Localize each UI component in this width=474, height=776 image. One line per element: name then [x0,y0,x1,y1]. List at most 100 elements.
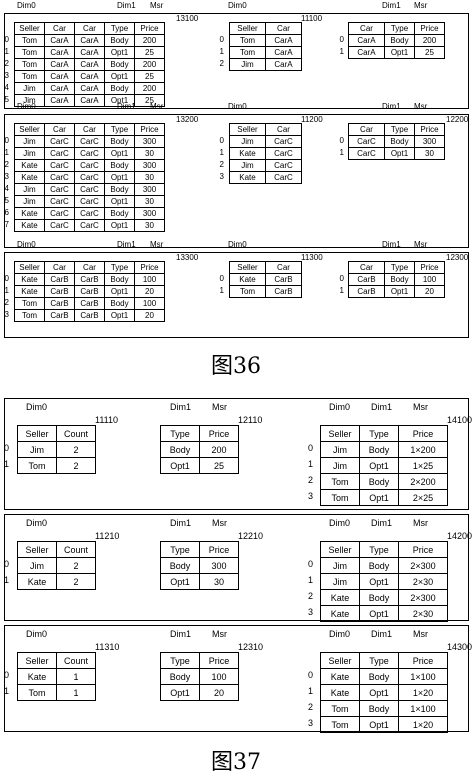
table-cell: Kate [17,573,57,590]
msr-label: Msr [413,402,428,412]
table-cell: CarC [74,195,105,208]
table-cell: Tom [229,285,266,298]
row-index: 3 [4,310,9,319]
row-index: 0 [4,274,9,283]
row-index: 2 [4,59,9,68]
row-index: 7 [4,220,9,229]
table-cell: CarC [44,159,75,172]
msr-label: Msr [150,102,164,111]
row-index: 5 [4,196,9,205]
table-cell: Jim [229,159,266,172]
row-index: 0 [3,670,9,680]
table-cell: CarA [74,58,105,71]
table-cell: Tom [14,70,45,83]
table-cell: CarC [74,183,105,196]
reference-number: 13100 [176,14,199,23]
dim1-label: Dim1 [170,402,192,412]
row-index: 1 [3,575,9,585]
table-cell: 200 [414,34,445,47]
table-cell: 25 [414,46,445,59]
table-cell: 1 [56,668,96,685]
row-index: 2 [307,475,313,485]
table-cell: 2×200 [398,473,448,490]
table-cell: CarC [44,171,75,184]
table-cell: 1×200 [398,441,448,458]
table-cell: Kate [320,684,360,701]
column-header: Car [74,22,105,35]
table-cell: Body [359,668,399,685]
table-cell: CarC [348,147,385,160]
table-cell: Opt1 [160,457,200,474]
reference-number: 12310 [238,642,264,652]
row-index: 1 [4,47,9,56]
table-cell: CarC [44,207,75,220]
table-cell: Jim [14,135,45,148]
table-cell: CarA [348,46,385,59]
table-cell: 200 [134,34,165,47]
column-header: Price [414,22,445,35]
table-cell: 25 [199,457,239,474]
msr-label: Msr [150,240,164,249]
table-cell: Jim [320,573,360,590]
dim0-label: Dim0 [228,102,247,111]
row-index: 0 [3,559,9,569]
dim0-label: Dim0 [17,1,36,10]
row-index: 3 [307,607,313,617]
table-cell: CarC [348,135,385,148]
column-header: Seller [320,541,360,558]
column-header: Car [348,261,385,274]
table-cell: 300 [134,207,165,220]
table-cell: CarC [74,171,105,184]
table-cell: 2 [56,573,96,590]
column-header: Price [199,425,239,442]
table-cell: Opt1 [104,147,135,160]
table-cell: CarB [348,285,385,298]
table-cell: Tom [14,297,45,310]
table-cell: Body [160,441,200,458]
row-index: 1 [219,148,224,157]
column-header: Seller [229,22,266,35]
table-cell: Body [104,135,135,148]
table-cell: 2 [56,441,96,458]
column-header: Car [44,22,75,35]
table-cell: CarC [44,195,75,208]
row-index: 0 [3,443,9,453]
table-cell: Opt1 [359,716,399,733]
fig36-panel-1 [4,13,469,109]
column-header: Car [265,22,302,35]
table-cell: Opt1 [104,285,135,298]
column-header: Car [74,261,105,274]
table-cell: 300 [134,159,165,172]
row-index: 4 [4,83,9,92]
table-cell: CarC [44,147,75,160]
dim1-label: Dim1 [117,1,136,10]
table-cell: CarA [265,58,302,71]
column-header: Car [44,123,75,136]
table-cell: Jim [14,82,45,95]
table-cell: CarC [74,207,105,220]
column-header: Price [398,425,448,442]
row-index: 3 [307,718,313,728]
table-cell: CarA [74,94,105,107]
